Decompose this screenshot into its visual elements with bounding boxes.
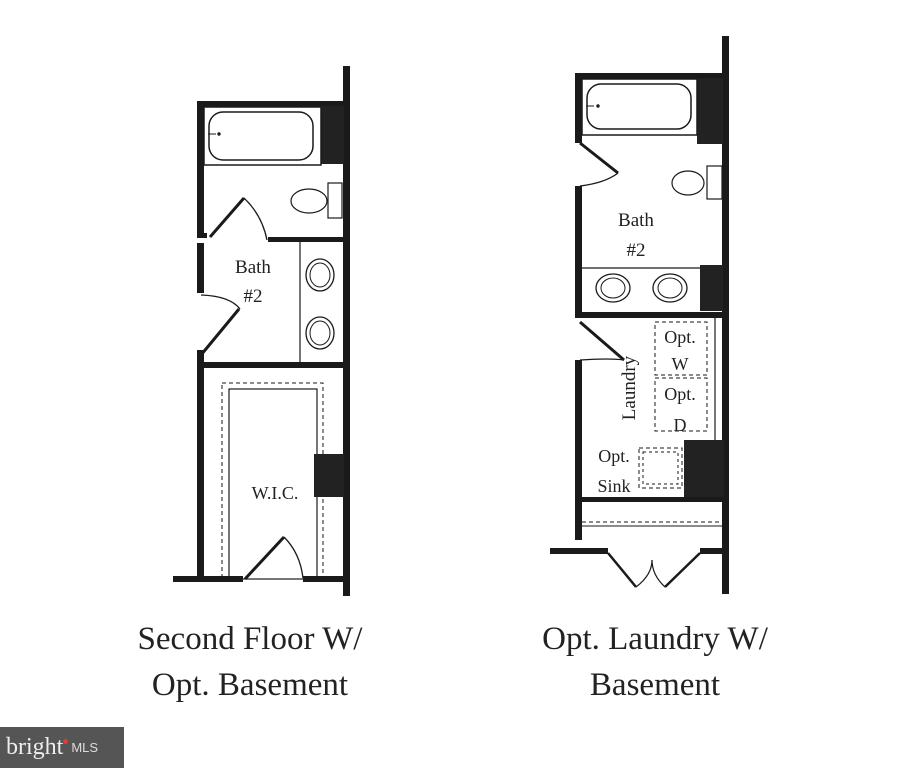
caption-line-1: Opt. Laundry W/ <box>542 621 768 657</box>
room-label-wic: W.I.C. <box>252 483 299 503</box>
caption-line-2: Basement <box>589 667 721 703</box>
watermark-brand: bright <box>6 734 64 760</box>
caption-line-1: Second Floor W/ <box>137 621 363 657</box>
washer-label-opt: Opt. <box>664 327 696 347</box>
sink-icon <box>595 273 631 303</box>
sink-icon <box>305 316 335 350</box>
caption-second-floor: Second Floor W/ Opt. Basement <box>100 616 400 708</box>
room-label-laundry: Laundry <box>619 355 640 420</box>
caption-line-2: Opt. Basement <box>151 667 349 703</box>
dryer-outline <box>654 377 708 432</box>
bathtub-icon <box>586 83 692 130</box>
sink-icon <box>305 258 335 292</box>
second-floor-plan: Bath #2 W.I.C. <box>173 66 350 596</box>
toilet-icon <box>290 188 328 214</box>
watermark-suffix: MLS <box>71 740 99 755</box>
opt-laundry-plan: Bath #2 Laundry Opt. W Opt. D Opt. Sink <box>550 36 729 594</box>
room-label-bath-number: #2 <box>244 286 263 307</box>
sink-label-sink: Sink <box>597 476 630 496</box>
room-label-bath: Bath <box>235 257 271 278</box>
bathtub-icon <box>208 111 314 161</box>
room-label-bath: Bath <box>618 210 654 231</box>
washer-label-w: W <box>672 354 689 374</box>
dryer-label-d: D <box>674 415 687 435</box>
toilet-icon <box>671 170 705 196</box>
bright-mls-watermark: bright MLS <box>0 727 124 768</box>
dryer-label-opt: Opt. <box>664 384 696 404</box>
toilet-tank-icon <box>706 165 723 200</box>
toilet-tank-icon <box>327 182 343 219</box>
sink-icon <box>652 273 688 303</box>
watermark-dot-icon <box>63 739 69 744</box>
caption-opt-laundry: Opt. Laundry W/ Basement <box>500 616 810 708</box>
sink-label-opt: Opt. <box>598 446 630 466</box>
room-label-bath-number: #2 <box>627 240 646 261</box>
washer-outline <box>654 321 708 376</box>
utility-sink-outline <box>638 447 683 489</box>
